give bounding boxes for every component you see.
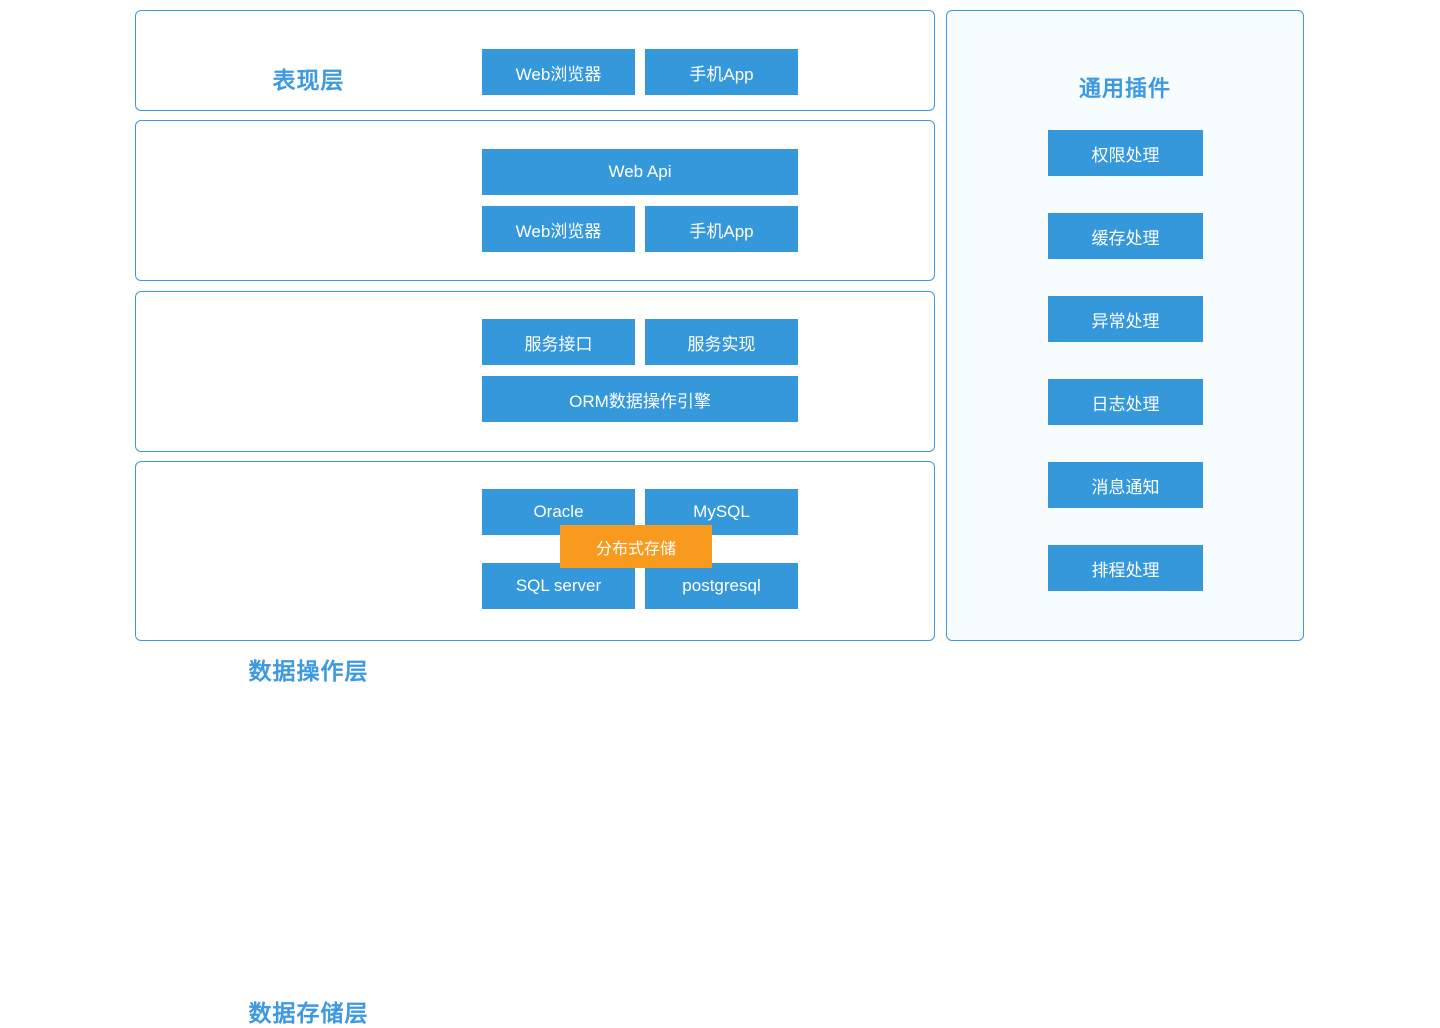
layer-title-data-storage: 数据存储层 xyxy=(248,1000,369,1026)
node-sql-server[interactable]: SQL server xyxy=(482,563,635,609)
node-web-api[interactable]: Web Api xyxy=(482,149,798,195)
layer-boxes-data-operation: 服务接口 服务实现 ORM数据操作引擎 xyxy=(482,319,798,422)
layer-panel-service: 服务层 Web Api Web浏览器 手机App xyxy=(135,120,935,343)
plugin-permission[interactable]: 权限处理 xyxy=(1048,130,1203,176)
node-service-interface[interactable]: 服务接口 xyxy=(482,319,635,365)
plugins-panel: 通用插件 权限处理 缓存处理 异常处理 日志处理 消息通知 排程处理 xyxy=(946,10,1304,641)
plugin-message-notify[interactable]: 消息通知 xyxy=(1048,462,1203,508)
box-row: Web Api xyxy=(482,149,798,195)
layer-panel-presentation: 表现层 Web浏览器 手机App xyxy=(135,10,935,111)
node-mobile-app[interactable]: 手机App xyxy=(645,49,798,95)
layer-title-presentation: 表现层 xyxy=(272,67,345,93)
box-row: ORM数据操作引擎 xyxy=(482,376,798,422)
node-orm-engine[interactable]: ORM数据操作引擎 xyxy=(482,376,798,422)
layer-panel-data-operation: 数据操作层 服务接口 服务实现 ORM数据操作引擎 xyxy=(135,291,935,684)
plugins-list: 权限处理 缓存处理 异常处理 日志处理 消息通知 排程处理 xyxy=(1048,130,1203,591)
box-row: Web浏览器 手机App xyxy=(482,206,798,252)
layer-panel-data-storage: 数据存储层 Oracle MySQL SQL server postgresql xyxy=(135,461,935,1026)
node-distributed-storage[interactable]: 分布式存储 xyxy=(560,525,712,568)
layer-title-data-operation: 数据操作层 xyxy=(248,658,369,684)
layer-boxes-data-storage: Oracle MySQL SQL server postgresql xyxy=(482,489,798,609)
plugin-scheduling[interactable]: 排程处理 xyxy=(1048,545,1203,591)
plugin-cache[interactable]: 缓存处理 xyxy=(1048,213,1203,259)
node-web-browser[interactable]: Web浏览器 xyxy=(482,206,635,252)
plugin-logging[interactable]: 日志处理 xyxy=(1048,379,1203,425)
layer-boxes-service: Web Api Web浏览器 手机App xyxy=(482,149,798,252)
layer-boxes-presentation: Web浏览器 手机App xyxy=(482,49,798,95)
box-row: Web浏览器 手机App xyxy=(482,49,798,95)
node-postgresql[interactable]: postgresql xyxy=(645,563,798,609)
box-row: 服务接口 服务实现 xyxy=(482,319,798,365)
node-mobile-app[interactable]: 手机App xyxy=(645,206,798,252)
plugins-panel-title: 通用插件 xyxy=(1078,76,1171,101)
box-row: SQL server postgresql xyxy=(482,563,798,609)
architecture-diagram: 表现层 Web浏览器 手机App 服务层 Web Api Web浏览器 手机Ap… xyxy=(135,10,1304,1026)
node-web-browser[interactable]: Web浏览器 xyxy=(482,49,635,95)
node-service-implementation[interactable]: 服务实现 xyxy=(645,319,798,365)
plugin-exception[interactable]: 异常处理 xyxy=(1048,296,1203,342)
